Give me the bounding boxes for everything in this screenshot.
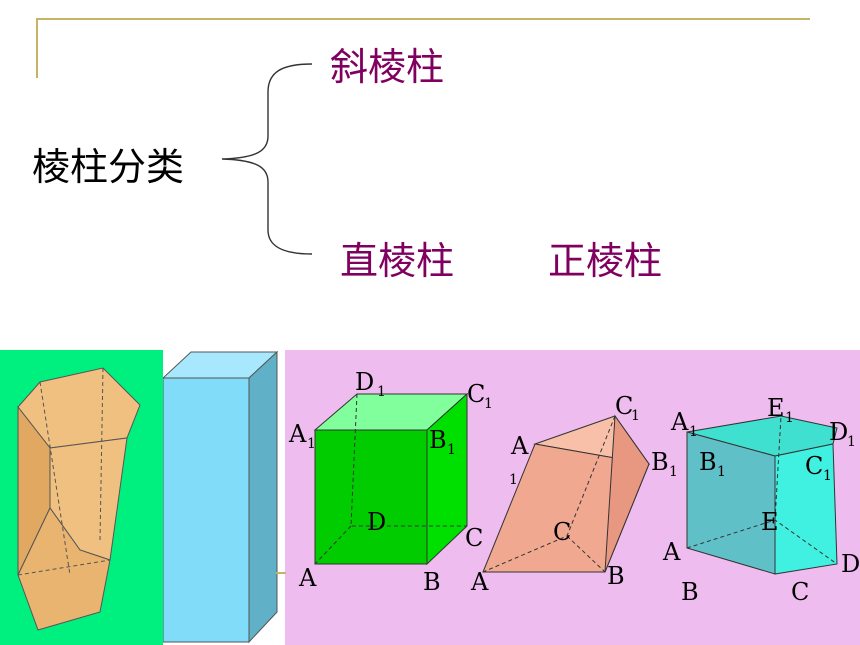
cube-figure [313,392,469,566]
rectangular-prism-panel [163,350,285,645]
vertex-subscript: 1 [669,464,678,480]
cube-label-bottom-back-left: D [367,508,386,536]
vertex-subscript: 1 [509,472,518,488]
right-prism-label: 直棱柱 [340,239,455,283]
pentagonal-prism-figure [686,415,838,575]
tri-label-top-c: C [615,392,633,420]
oblique-prism-panel [0,350,163,645]
pent-label-bottom-a: A [662,538,681,566]
pent-label-top-a: A [670,408,689,436]
pent-label-bottom-c: C [791,578,809,606]
cube-label-bottom-back-right: C [465,524,483,552]
vertex-subscript: 1 [823,468,832,484]
oblique-prism-label: 斜棱柱 [330,45,445,89]
cube-label-top-back-right: C [467,380,485,408]
rectangular-prism-icon [163,350,279,644]
pent-label-bottom-e: E [761,508,779,536]
cube-label-top-right: B [429,426,447,454]
vertex-subscript: 1 [484,396,493,412]
vertex-subscript: 1 [689,424,698,440]
title-rule [36,18,810,20]
title-rule-vertical [36,18,38,78]
vertex-subscript: 1 [717,464,726,480]
tri-label-bottom-c: C [553,518,571,546]
vertex-subscript: 1 [847,434,856,450]
oblique-prism-icon [17,367,141,631]
tri-label-top-a: A [510,432,529,460]
decor-tick [276,572,286,574]
pent-label-top-e: E [767,394,785,422]
pent-label-top-b: B [699,448,717,476]
pent-label-top-d: D [829,418,848,446]
triangular-prism-figure [482,414,651,573]
cube-label-top-left: A [288,420,307,448]
tri-label-bottom-b: B [607,562,625,590]
vertex-subscript: 1 [631,408,640,424]
labeled-prisms-panel: D 1 C 1 A 1 B 1 D C A B C 1 A 1 B 1 C A … [285,350,860,645]
cube-label-bottom-right: B [423,568,441,596]
brace-icon [221,63,313,255]
pent-label-top-c: C [805,452,823,480]
pent-label-bottom-d: D [841,550,860,578]
regular-prism-label: 正棱柱 [548,239,663,283]
vertex-subscript: 1 [377,384,386,400]
vertex-subscript: 1 [307,436,316,452]
vertex-subscript: 1 [447,442,456,458]
pent-label-bottom-b: B [681,578,699,606]
tri-label-top-b: B [651,448,669,476]
cube-label-top-back-left: D [355,368,374,396]
classification-label: 棱柱分类 [32,145,185,189]
tri-label-bottom-a: A [470,568,489,596]
vertex-subscript: 1 [785,410,794,426]
cube-label-bottom-left: A [298,564,317,592]
